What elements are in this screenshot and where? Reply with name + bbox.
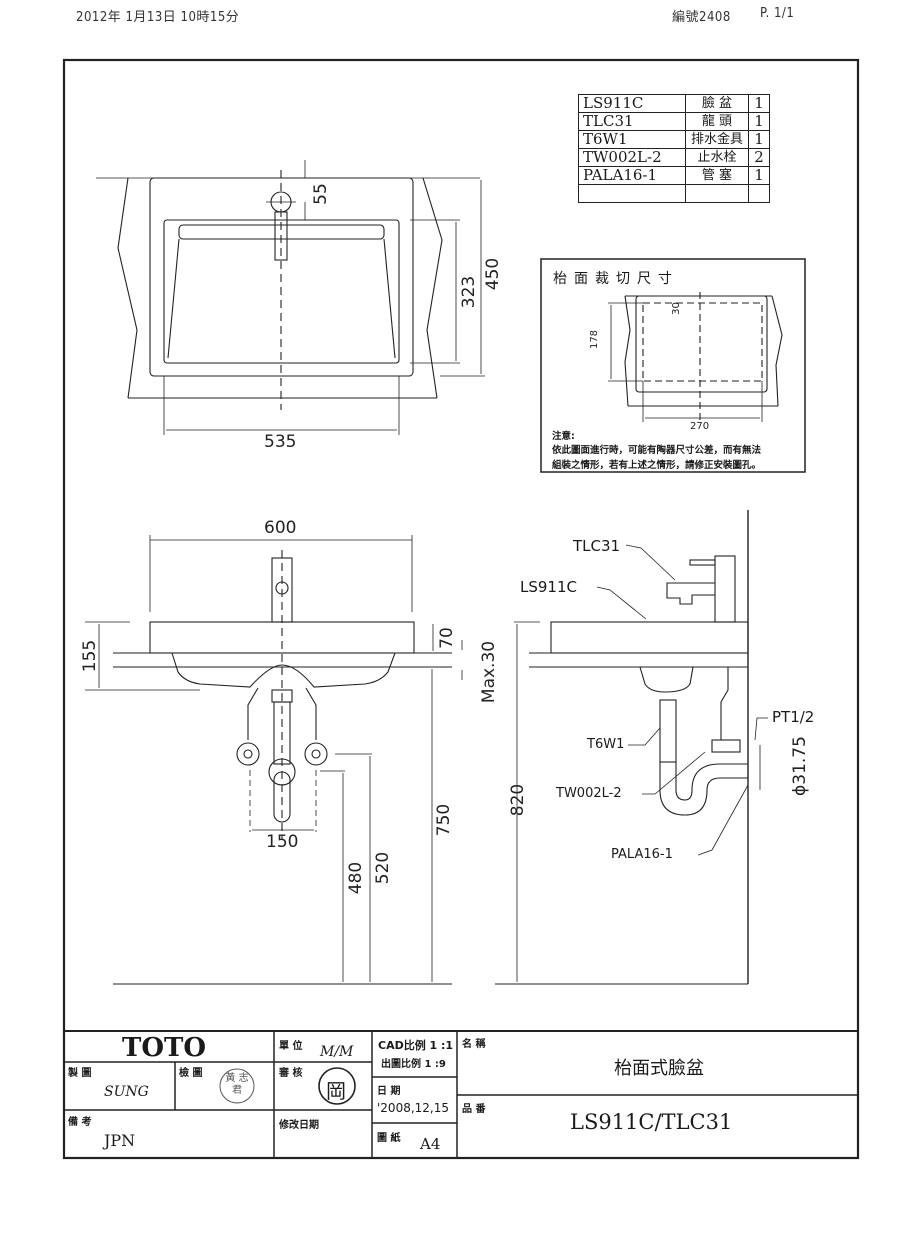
cutout-diagram — [540, 258, 806, 473]
label-pt1-2: PT1/2 — [772, 708, 815, 726]
product-name: 枱面式臉盆 — [614, 1058, 704, 1079]
date-label: 日 期 — [377, 1086, 401, 1097]
dim-rim-height: 70 — [436, 627, 457, 649]
part-qty: 1 — [748, 112, 770, 131]
revision-date-label: 修改日期 — [279, 1120, 319, 1131]
side-view — [495, 510, 768, 985]
plan-view — [96, 160, 485, 435]
cutout-dim-width: 270 — [690, 421, 710, 432]
front-view — [85, 535, 463, 985]
dim-drain-height: 520 — [373, 851, 394, 885]
remark-value: JPN — [104, 1131, 136, 1150]
unit-value: M/M — [320, 1044, 354, 1060]
brand-logo: TOTO — [122, 1033, 206, 1063]
page-number: P. 1/1 — [760, 6, 795, 21]
cutout-note-line2: 組裝之情形，若有上述之情形，請修正安裝圖孔。 — [552, 460, 762, 471]
part-code: PALA16-1 — [578, 166, 686, 185]
fax-number: 編號2408 — [672, 10, 731, 25]
dim-bowl-depth: 323 — [459, 275, 480, 309]
drafter-signature: SUNG — [104, 1084, 149, 1100]
label-tw002l-2: TW002L-2 — [556, 786, 622, 801]
label-t6w1: T6W1 — [587, 737, 625, 752]
label-pala16-1: PALA16-1 — [611, 847, 673, 862]
part-name: 管 塞 — [685, 166, 749, 185]
remark-label: 備 考 — [68, 1117, 92, 1128]
dim-faucet-offset: 55 — [310, 183, 331, 205]
dim-counter-height: 750 — [434, 803, 455, 837]
part-name: 臉 盆 — [685, 94, 749, 113]
cutout-note-label: 注意: — [552, 431, 575, 442]
part-code: LS911C — [578, 94, 686, 113]
name-label: 名 稱 — [462, 1039, 486, 1050]
dim-basin-height: 155 — [80, 639, 101, 673]
approver-label: 審 核 — [279, 1068, 303, 1079]
sheet-border — [62, 58, 860, 1160]
part-qty: 1 — [748, 94, 770, 113]
dim-counter-max: Max.30 — [479, 640, 500, 704]
part-qty: 1 — [748, 166, 770, 185]
print-scale: 出圖比例 1 :9 — [381, 1059, 446, 1070]
part-name: 龍 頭 — [685, 112, 749, 131]
dim-basin-width: 600 — [264, 518, 297, 538]
drafter-label: 製 圖 — [68, 1068, 92, 1079]
approver-stamp: 岡 — [326, 1079, 346, 1103]
dim-overall-depth: 450 — [483, 257, 504, 291]
cad-scale: CAD比例 1 :1 — [378, 1039, 454, 1052]
cutout-note-line1: 依此圖面進行時，可能有陶器尺寸公差，而有無法 — [552, 445, 762, 456]
dim-bowl-width: 535 — [264, 432, 297, 452]
title-block-grid — [64, 1030, 858, 1158]
part-qty: 2 — [748, 148, 770, 167]
dim-side-height: 820 — [508, 783, 529, 817]
part-code: T6W1 — [578, 130, 686, 149]
paper-size-value: A4 — [420, 1135, 441, 1153]
cutout-title: 枱面裁切尺寸 — [553, 271, 679, 287]
part-qty: 1 — [748, 130, 770, 149]
part-qty — [748, 184, 770, 203]
dim-valve-spacing: 150 — [266, 832, 299, 852]
date-value: '2008,12,15 — [377, 1101, 450, 1115]
checker-stamp: 黃 志君 — [225, 1073, 249, 1096]
label-tlc31: TLC31 — [573, 537, 621, 555]
part-number-value: LS911C/TLC31 — [570, 1110, 733, 1134]
checker-label: 檢 圖 — [179, 1068, 203, 1079]
part-name: 止水栓 — [685, 148, 749, 167]
part-number-label: 品 番 — [462, 1104, 486, 1115]
dim-valve-height: 480 — [346, 861, 367, 895]
unit-label: 單 位 — [279, 1041, 303, 1052]
fax-timestamp: 2012年 1月13日 10時15分 — [76, 10, 240, 25]
dim-pipe-diameter: ϕ31.75 — [789, 736, 810, 796]
label-ls911c: LS911C — [520, 578, 577, 596]
part-name: 排水金具 — [685, 130, 749, 149]
part-code: TW002L-2 — [578, 148, 686, 167]
paper-size-label: 圖 紙 — [377, 1133, 401, 1144]
part-code — [578, 184, 686, 203]
part-code: TLC31 — [578, 112, 686, 131]
cutout-dim-offset: 30 — [670, 302, 682, 315]
cutout-dim-depth: 178 — [589, 329, 601, 350]
parts-row — [578, 184, 770, 203]
part-name — [685, 184, 749, 203]
